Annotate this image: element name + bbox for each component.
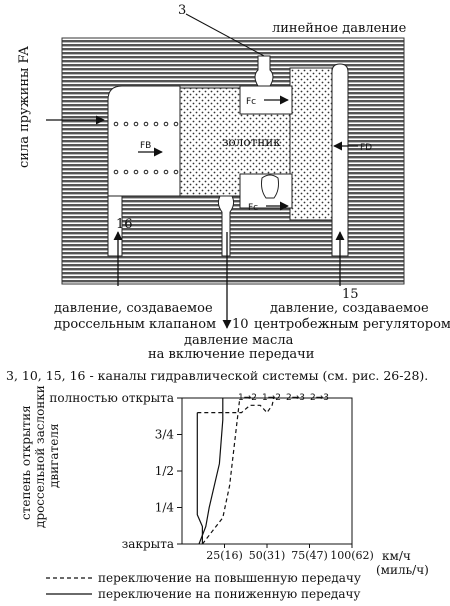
y-axis-title-line3: двигателя xyxy=(47,423,61,488)
x-axis-unit-kmh: км/ч xyxy=(382,549,411,563)
oil-pressure-line2: на включение передачи xyxy=(148,347,314,362)
x-tick-label: 50(31) xyxy=(249,549,286,562)
y-tick-label: полностью открыта xyxy=(49,391,174,405)
channel-15-duct xyxy=(331,63,349,257)
legend-label: переключение на пониженную передачу xyxy=(98,587,360,601)
x-tick-label: 75(47) xyxy=(291,549,328,562)
y-axis-title: степень открытия дроссельной заслонки дв… xyxy=(19,385,61,528)
fb-label: FB xyxy=(140,141,151,151)
series-line-3 xyxy=(196,412,203,544)
channel-3-label: 3 xyxy=(178,3,186,18)
throttle-pressure-line1: давление, создаваемое xyxy=(54,301,213,316)
y-tick-label: закрыта xyxy=(122,537,174,551)
spring-coils xyxy=(113,121,179,175)
channel-15-label: 15 xyxy=(342,287,359,302)
series-top-label: 2→3 xyxy=(286,393,305,403)
y-tick-label: 1/4 xyxy=(155,501,175,515)
spool-right-land xyxy=(289,67,333,221)
series-line-2 xyxy=(201,397,241,545)
figure-caption: 3, 10, 15, 16 - каналы гидравлической си… xyxy=(6,368,428,383)
series-line-4 xyxy=(197,397,275,414)
legend-label: переключение на повышенную передачу xyxy=(98,571,361,585)
y-tick-label: 1/2 xyxy=(155,464,174,478)
series-top-label: 1→2 xyxy=(262,393,281,403)
shift-chart: степень открытия дроссельной заслонки дв… xyxy=(19,385,429,601)
channel-16-label: 16 xyxy=(116,217,133,232)
fd-label: FD xyxy=(360,143,372,153)
series-lines xyxy=(196,397,275,545)
oil-pressure-line1: давление масла xyxy=(184,333,294,348)
fc-upper-label: Fc xyxy=(246,97,256,107)
series-top-label: 1→2 xyxy=(238,393,257,403)
fc-lower-label: Fc xyxy=(248,203,258,213)
series-top-labels: 1→2 1→2 2→3 2→3 xyxy=(238,393,329,403)
legend: переключение на повышенную передачу перек… xyxy=(46,571,361,601)
y-axis-title-line1: степень открытия xyxy=(19,405,33,520)
y-ticks: закрыта 1/4 1/2 3/4 полностью открыта xyxy=(49,391,182,551)
governor-pressure-line1: давление, создаваемое xyxy=(270,301,429,316)
x-tick-label: 25(16) xyxy=(206,549,243,562)
governor-pressure-line2: центробежным регулятором xyxy=(254,317,450,332)
y-axis-title-line2: дроссельной заслонки xyxy=(33,385,47,528)
port-3 xyxy=(254,55,274,87)
y-tick-label: 3/4 xyxy=(155,428,175,442)
port-10-bulb xyxy=(217,195,235,257)
throttle-pressure-line2: дроссельным клапаном xyxy=(54,317,216,332)
x-ticks: 25(16) 50(31) 75(47)100(62) xyxy=(206,544,374,562)
line-pressure-label: линейное давление xyxy=(272,21,407,36)
lower-pocket-bulb xyxy=(261,174,279,199)
spring-force-label: сила пружины FA xyxy=(17,46,32,168)
x-tick-label: 100(62) xyxy=(330,549,374,562)
channel-10-label: 10 xyxy=(232,317,249,332)
left-chamber xyxy=(107,85,181,197)
leader-3 xyxy=(185,13,265,57)
series-top-label: 2→3 xyxy=(310,393,329,403)
x-axis-unit-mph: (миль/ч) xyxy=(376,563,429,577)
valve-diagram: 3 линейное давление сила пружины FA Fc F… xyxy=(6,3,450,383)
spool-label: золотник xyxy=(222,135,281,149)
plot-frame xyxy=(181,397,353,545)
series-line-1 xyxy=(198,398,224,545)
